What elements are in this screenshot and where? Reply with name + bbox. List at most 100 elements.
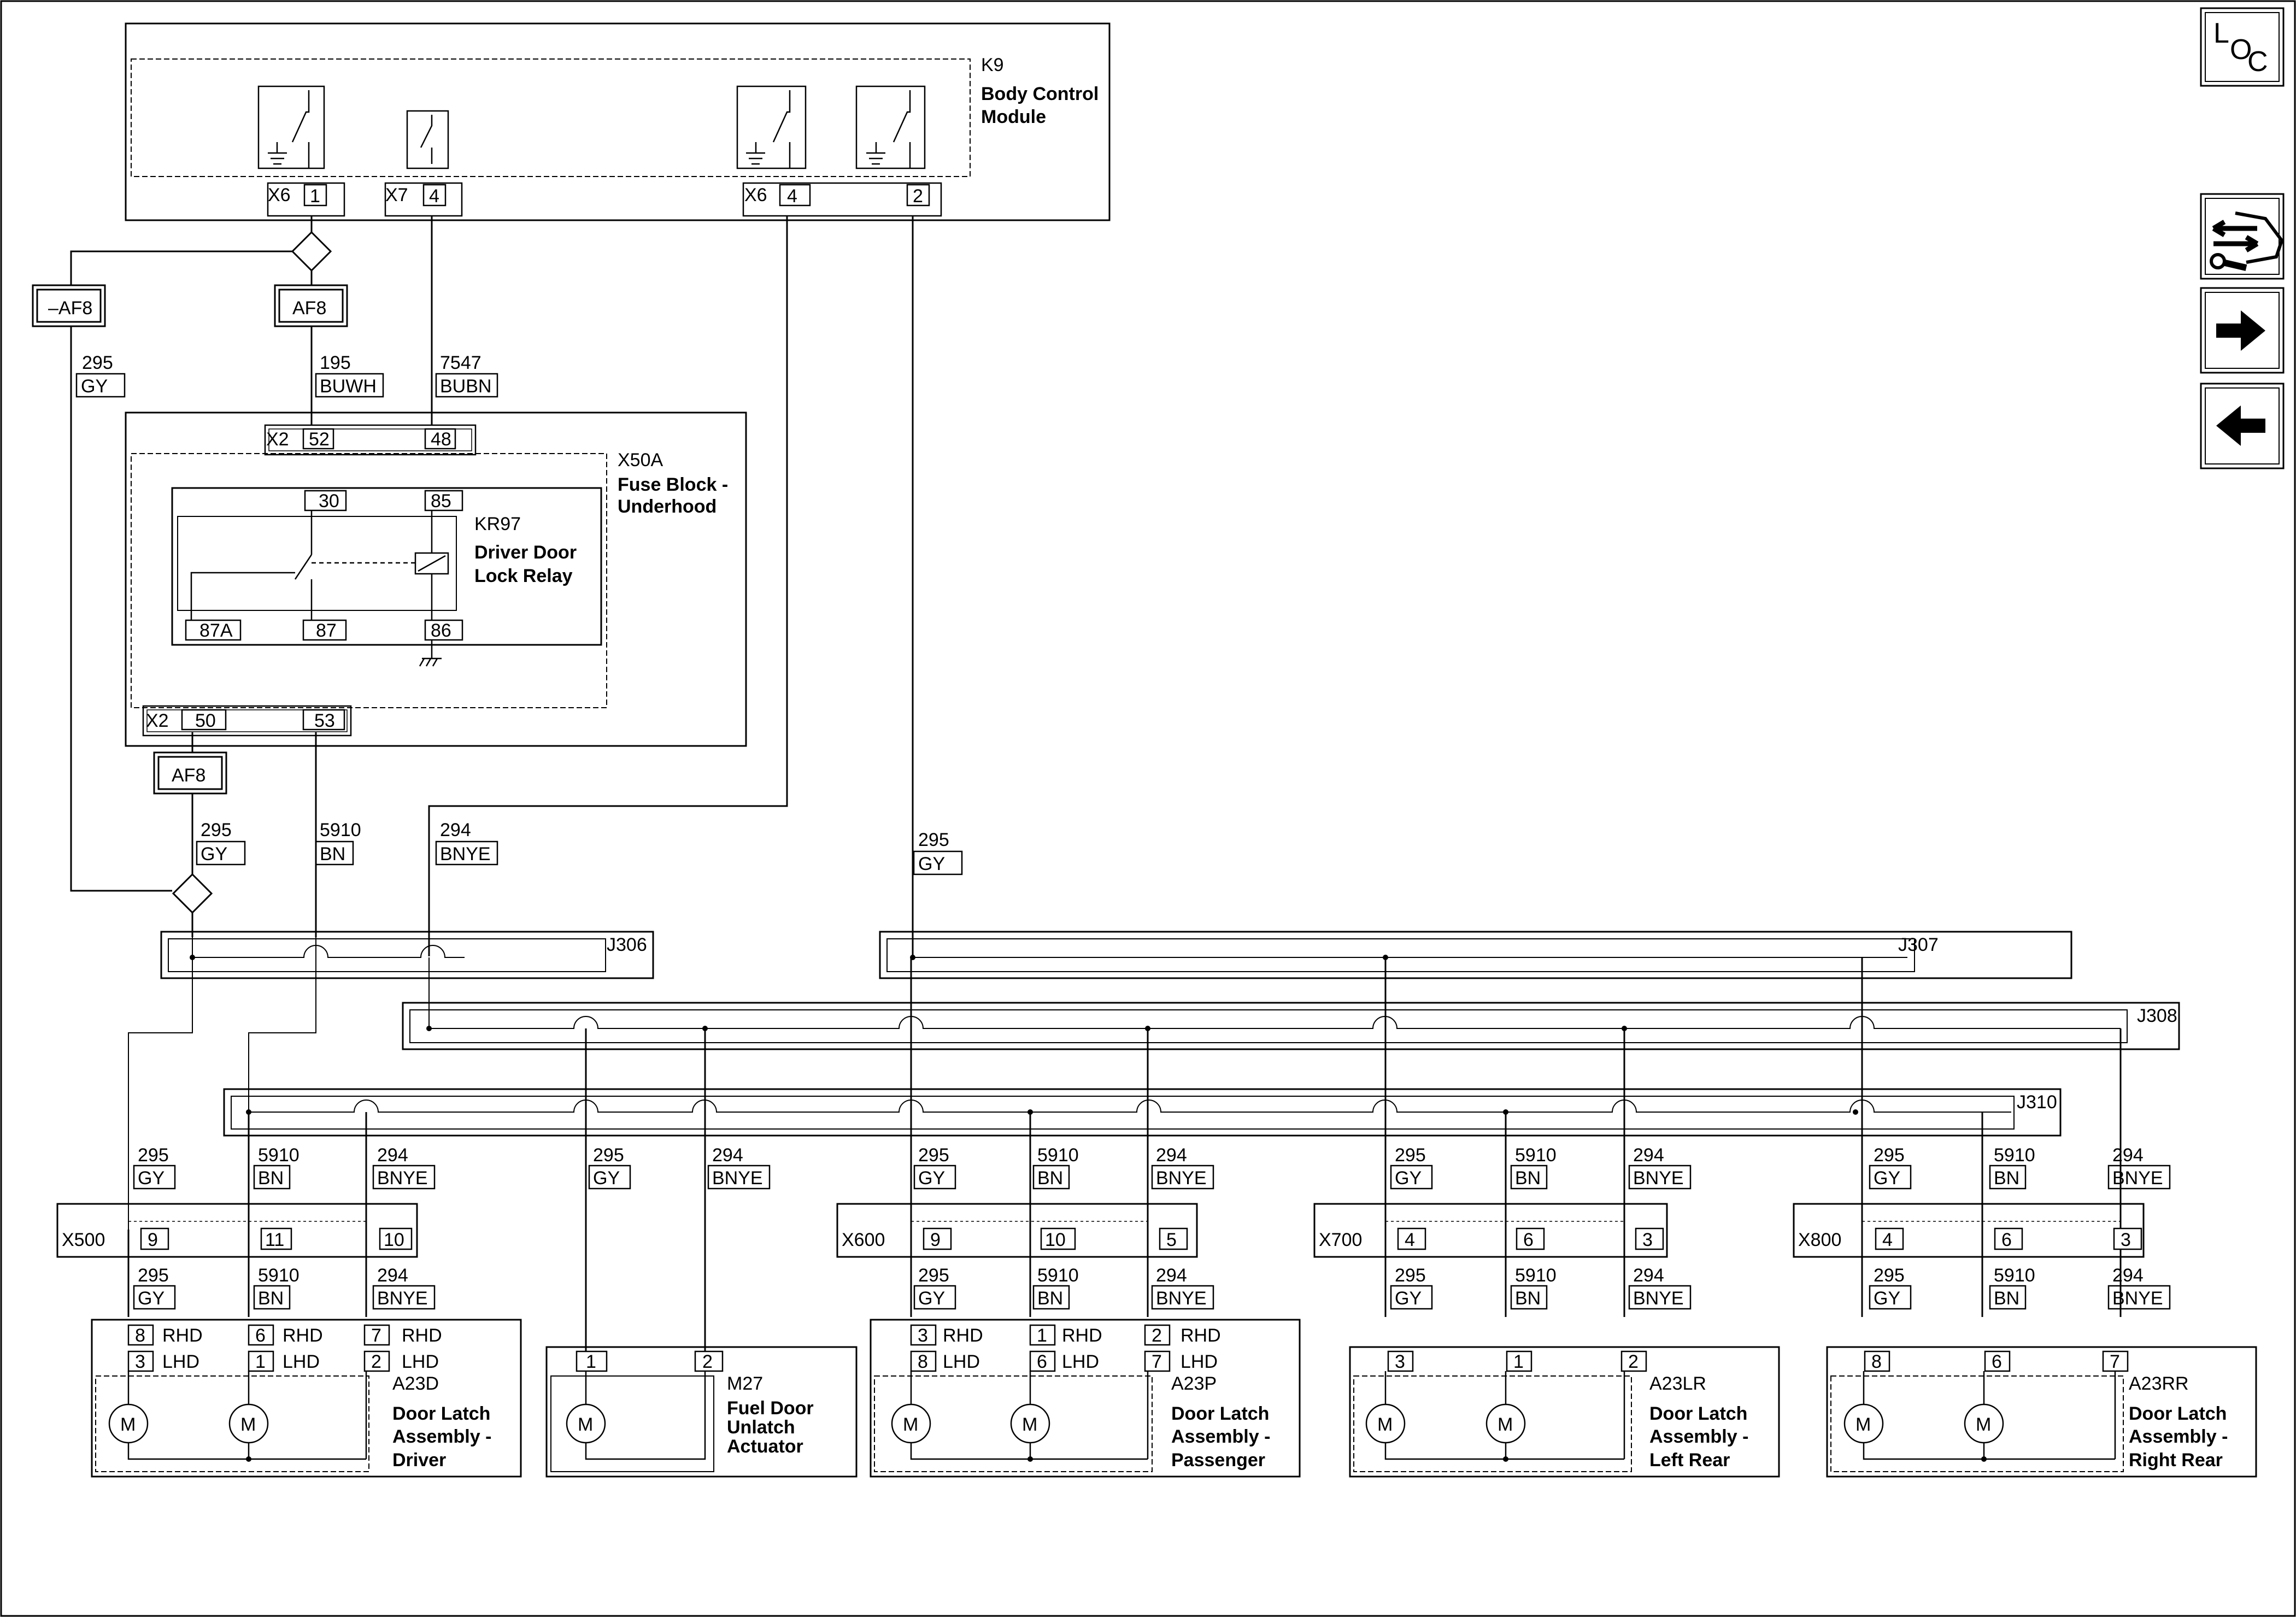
a23d-rhd-pin-7: 7 bbox=[371, 1325, 381, 1346]
m27-name-line2: Unlatch bbox=[727, 1417, 795, 1438]
a23p-name-line2: Assembly - bbox=[1171, 1426, 1270, 1447]
x700-name: X700 bbox=[1319, 1230, 1362, 1250]
splice-j306: J306 bbox=[607, 934, 647, 955]
wire-num-a23p-5910: 5910 bbox=[1037, 1265, 1079, 1286]
wire-num-x700-295: 295 bbox=[1395, 1145, 1426, 1166]
a23p-lhd-pin-8: 8 bbox=[918, 1351, 928, 1372]
a23lr-door-latch-left-rear: 3 1 2 M M A23LR Door Latch Assembly - Le… bbox=[1349, 1346, 1780, 1478]
loc-button[interactable]: L O C bbox=[2200, 7, 2285, 87]
wire-color-x600-bn: BN bbox=[1037, 1168, 1063, 1189]
a23p-rhd-pin-1: 1 bbox=[1037, 1325, 1047, 1346]
fuse-af8-upper: AF8 bbox=[292, 298, 326, 319]
wire-color-gy-right: GY bbox=[918, 854, 945, 874]
a23d-lhd-label-2: LHD bbox=[283, 1351, 320, 1372]
previous-page-button[interactable] bbox=[2200, 383, 2285, 469]
kr97-name-line1: Driver Door bbox=[474, 542, 577, 563]
a23d-ref: A23D bbox=[392, 1373, 439, 1394]
wire-num-a23lr-294: 294 bbox=[1633, 1265, 1664, 1286]
wire-num-x600-294: 294 bbox=[1156, 1145, 1187, 1166]
splice-packs bbox=[160, 931, 2180, 1137]
a23rr-name-line3: Right Rear bbox=[2129, 1450, 2223, 1471]
k9-name-line1: Body Control bbox=[981, 84, 1099, 104]
m27-pin-2: 2 bbox=[702, 1351, 713, 1372]
wire-color-a23p-bn: BN bbox=[1037, 1288, 1063, 1309]
service-info-button[interactable] bbox=[2200, 193, 2285, 280]
top-wire-labels: 295 GY 195 BUWH 7547 BUBN bbox=[75, 352, 498, 398]
loc-letter-c: C bbox=[2247, 46, 2268, 78]
m27-pin-1: 1 bbox=[586, 1351, 596, 1372]
wire-color-gy-mid: GY bbox=[201, 844, 227, 865]
a23lr-ref: A23LR bbox=[1649, 1373, 1706, 1394]
a23p-motor-2: M bbox=[1022, 1414, 1037, 1435]
a23p-rhd-pin-3: 3 bbox=[918, 1325, 928, 1346]
wire-color-bn-mid: BN bbox=[320, 844, 345, 865]
k9-pin-1: 1 bbox=[310, 186, 320, 207]
a23rr-pin-8: 8 bbox=[1871, 1351, 1882, 1372]
a23d-rhd-label-1: RHD bbox=[162, 1325, 203, 1346]
a23rr-pin-6: 6 bbox=[1992, 1351, 2002, 1372]
wire-color-a23lr-bn: BN bbox=[1515, 1288, 1541, 1309]
wire-num-x800-294: 294 bbox=[2112, 1145, 2144, 1166]
x50a-fuse-block: X50A Fuse Block - Underhood X2 52 48 X2 … bbox=[125, 411, 747, 747]
wire-color-x500-gy: GY bbox=[138, 1168, 165, 1189]
x600-pin-5: 5 bbox=[1166, 1230, 1177, 1250]
wire-num-x500-5910: 5910 bbox=[258, 1145, 300, 1166]
wire-num-x600-5910: 5910 bbox=[1037, 1145, 1079, 1166]
x50a-name-line1: Fuse Block - bbox=[618, 474, 728, 495]
wire-num-x600-295: 295 bbox=[918, 1145, 949, 1166]
a23p-lhd-label-2: LHD bbox=[1062, 1351, 1099, 1372]
service-info-icon bbox=[2210, 211, 2284, 271]
a23d-name-line3: Driver bbox=[392, 1450, 446, 1471]
wire-color-a23rr-gy: GY bbox=[1874, 1288, 1900, 1309]
splice-j308: J308 bbox=[2137, 1006, 2177, 1026]
a23lr-motor-2: M bbox=[1498, 1414, 1513, 1435]
wire-num-a23lr-295: 295 bbox=[1395, 1265, 1426, 1286]
k9-name-line2: Module bbox=[981, 107, 1046, 127]
splice-j307: J307 bbox=[1898, 934, 1939, 955]
wire-num-x700-5910: 5910 bbox=[1515, 1145, 1557, 1166]
k9-internal-switches bbox=[257, 85, 926, 169]
wire-color-a23rr-bn: BN bbox=[1994, 1288, 2019, 1309]
a23rr-ref: A23RR bbox=[2129, 1373, 2189, 1394]
m27-fuel-door-unlatch-actuator: 1 2 M M27 Fuel Door Unlatch Actuator bbox=[545, 1346, 858, 1478]
a23lr-name-line1: Door Latch bbox=[1649, 1403, 1747, 1424]
bottom-wire-labels: 295 GY 5910 BN 294 BNYE 295 GY 5910 BN 2… bbox=[133, 1265, 2171, 1310]
lower-vertical-wires bbox=[127, 957, 2122, 1361]
a23p-name-line1: Door Latch bbox=[1171, 1403, 1269, 1424]
a23rr-name-line1: Door Latch bbox=[2129, 1403, 2227, 1424]
x50a-pin-50: 50 bbox=[195, 710, 216, 731]
wire-num-295-top: 295 bbox=[82, 352, 113, 373]
next-arrow-icon bbox=[2216, 310, 2265, 351]
m27-ref: M27 bbox=[727, 1373, 763, 1394]
wire-color-a23p-gy: GY bbox=[918, 1288, 945, 1309]
k9-conn-x7: X7 bbox=[385, 185, 408, 205]
a23p-rhd-label-2: RHD bbox=[1062, 1325, 1102, 1346]
wire-color-m27-bnye: BNYE bbox=[712, 1168, 763, 1189]
x800-pin-4: 4 bbox=[1882, 1230, 1893, 1250]
a23rr-motor-2: M bbox=[1976, 1414, 1991, 1435]
lower-wire-labels: 295 GY 5910 BN 294 BNYE 295 GY 294 BNYE … bbox=[133, 1145, 2171, 1190]
x800-pin-3: 3 bbox=[2121, 1230, 2131, 1250]
mid-wire-labels: 295 GY 5910 BN 294 BNYE 295 GY bbox=[196, 820, 963, 875]
a23p-door-latch-passenger: 3 RHD 8 LHD 1 RHD 6 LHD 2 RHD 7 LHD M M … bbox=[870, 1319, 1301, 1478]
wire-num-a23lr-5910: 5910 bbox=[1515, 1265, 1557, 1286]
kr97-driver-door-lock-relay: KR97 Driver Door Lock Relay 30 85 87A 87… bbox=[171, 487, 602, 667]
wire-num-a23rr-295: 295 bbox=[1874, 1265, 1905, 1286]
inline-connector-x800: X800 4 6 3 bbox=[1793, 1203, 2145, 1258]
wire-color-x700-gy: GY bbox=[1395, 1168, 1422, 1189]
m27-name-line1: Fuel Door bbox=[727, 1398, 814, 1419]
wire-color-bnye-mid: BNYE bbox=[440, 844, 491, 865]
k9-conn-x6-right: X6 bbox=[744, 185, 767, 205]
next-page-button[interactable] bbox=[2200, 287, 2285, 374]
k9-x7-pin-4: 4 bbox=[429, 186, 439, 207]
kr97-ref: KR97 bbox=[474, 514, 521, 534]
a23lr-motor-1: M bbox=[1377, 1414, 1393, 1435]
a23d-lhd-pin-1: 1 bbox=[255, 1351, 266, 1372]
x50a-name-line2: Underhood bbox=[618, 496, 717, 517]
wire-color-x600-gy: GY bbox=[918, 1168, 945, 1189]
x500-pin-10: 10 bbox=[384, 1230, 404, 1250]
a23p-rhd-label-3: RHD bbox=[1181, 1325, 1221, 1346]
x500-pin-9: 9 bbox=[148, 1230, 158, 1250]
a23d-rhd-pin-6: 6 bbox=[255, 1325, 266, 1346]
a23lr-name-line2: Assembly - bbox=[1649, 1426, 1748, 1447]
